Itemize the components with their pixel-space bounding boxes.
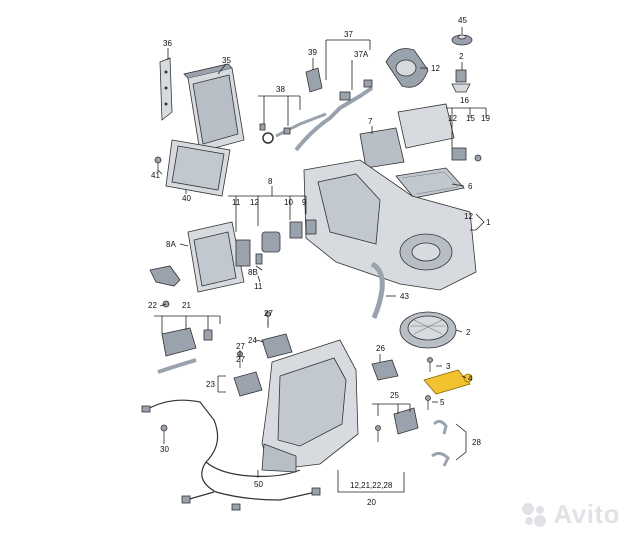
callout-8a: 8A	[166, 240, 176, 249]
part-10-flap	[289, 219, 317, 239]
part-40-evaporator	[165, 139, 231, 197]
part-20-lower-housing	[261, 339, 359, 473]
watermark: Avito	[519, 499, 620, 530]
callout-8: 8	[268, 177, 273, 186]
part-wire-bracket-left	[149, 265, 181, 308]
callout-12-mid: 12	[250, 198, 259, 207]
callout-27-low: 27	[236, 355, 245, 364]
callout-37a: 37A	[354, 50, 369, 59]
leader-lines	[154, 27, 487, 493]
callout-36: 36	[163, 39, 172, 48]
callout-12-right: 12	[448, 114, 457, 123]
part-6-cabin-filter	[395, 167, 465, 199]
part-16-sensor	[451, 147, 482, 162]
part-12-gasket	[385, 48, 429, 88]
callout-6: 6	[468, 182, 473, 191]
callout-39: 39	[308, 48, 317, 57]
callout-15: 15	[466, 114, 475, 123]
callout-16: 16	[460, 96, 469, 105]
callout-45: 45	[458, 16, 467, 25]
callout-12-top: 12	[431, 64, 440, 73]
callout-11-upper: 11	[232, 198, 241, 207]
callout-30: 30	[160, 445, 169, 454]
part-8a-aux-heater	[187, 221, 251, 293]
part-43-drain-hose	[370, 261, 385, 319]
callout-5: 5	[440, 398, 445, 407]
part-45-washer	[451, 34, 473, 46]
part-23-servo	[233, 371, 263, 397]
part-35-heater-core	[183, 63, 245, 153]
watermark-text: Avito	[553, 499, 620, 529]
part-21-servo	[157, 327, 213, 374]
callout-labels: 45 36 35 39 37 37A 12 2 38 16 12 15 19 7…	[148, 16, 491, 507]
callout-19: 19	[481, 114, 490, 123]
callout-28: 28	[472, 438, 481, 447]
part-39-valve	[305, 67, 323, 93]
callout-3: 3	[446, 362, 451, 371]
callout-35: 35	[222, 56, 231, 65]
callout-38: 38	[276, 85, 285, 94]
callout-12-housing: 12	[464, 212, 473, 221]
part-37-pipes	[275, 79, 374, 152]
part-3-screw	[427, 357, 433, 372]
callout-40: 40	[182, 194, 191, 203]
callout-26: 26	[376, 344, 385, 353]
callout-24: 24	[248, 336, 257, 345]
callout-2-blower: 2	[466, 328, 471, 337]
callout-21: 21	[182, 301, 191, 310]
callout-10: 10	[284, 198, 293, 207]
callout-7: 7	[368, 117, 373, 126]
callout-12-21-22-28: 12,21,22,28	[350, 481, 393, 490]
part-12-seal-small	[261, 231, 281, 253]
callout-2-top: 2	[459, 52, 464, 61]
callout-1: 1	[486, 218, 491, 227]
part-26-servo	[371, 359, 399, 381]
part-4-blower-resistor-highlighted	[423, 369, 473, 395]
callout-11-lower: 11	[254, 282, 263, 291]
avito-logo-icon	[522, 502, 547, 527]
part-38-clips	[259, 123, 291, 144]
part-2-blower-motor	[399, 311, 457, 349]
callout-43: 43	[400, 292, 409, 301]
part-28-clips	[431, 419, 450, 467]
part-41-screw	[154, 156, 162, 172]
callout-4: 4	[468, 374, 473, 383]
callout-20: 20	[367, 498, 376, 507]
part-50-wiring-harness	[141, 399, 321, 511]
part-25-servo	[375, 407, 419, 442]
callout-8b: 8B	[248, 268, 258, 277]
callout-27-mid: 27	[236, 342, 245, 351]
callout-9: 9	[302, 198, 307, 207]
part-1-upper-housing	[303, 159, 477, 291]
part-8b-connector	[255, 253, 263, 265]
callout-22: 22	[148, 301, 157, 310]
part-24-servo	[261, 333, 293, 359]
part-2-actuator	[451, 69, 471, 93]
callout-41: 41	[151, 171, 160, 180]
callout-50: 50	[254, 480, 263, 489]
part-30-screw	[160, 424, 168, 440]
callout-27-top: 27	[264, 309, 273, 318]
part-5-screw	[425, 395, 431, 410]
part-7-control-module	[359, 103, 455, 169]
part-36-bracket	[159, 57, 173, 121]
callout-37: 37	[344, 30, 353, 39]
callout-23: 23	[206, 380, 215, 389]
callout-25: 25	[390, 391, 399, 400]
